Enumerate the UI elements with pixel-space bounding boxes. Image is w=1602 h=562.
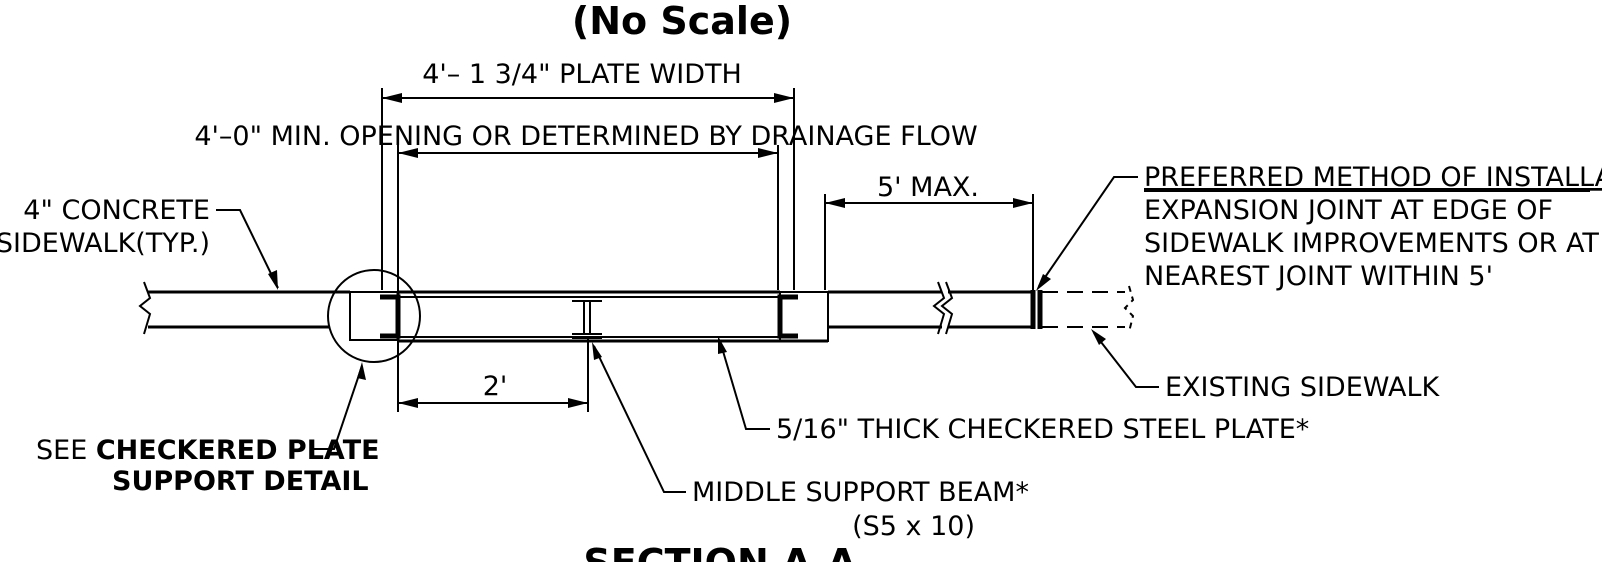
see-prefix: SEE <box>36 435 96 466</box>
plate-width-label: 4'– 1 3/4" PLATE WIDTH <box>422 59 742 90</box>
steel-plate-label: 5/16" THICK CHECKERED STEEL PLATE* <box>776 414 1309 445</box>
sidewalk-label-line1: 4" CONCRETE <box>23 195 210 226</box>
existing-sidewalk <box>1042 285 1135 333</box>
detail-reference-line1: SEE CHECKERED PLATE <box>36 435 380 466</box>
detail-reference-callout: SEE CHECKERED PLATE SUPPORT DETAIL <box>36 362 380 497</box>
new-sidewalk <box>828 281 1043 335</box>
plate-width-dimension: 4'– 1 3/4" PLATE WIDTH <box>381 59 795 290</box>
left-support-angle <box>349 291 401 341</box>
detail-reference-name: CHECKERED PLATE <box>96 435 380 466</box>
min-opening-dimension: 4'–0" MIN. OPENING OR DETERMINED BY DRAI… <box>194 121 978 355</box>
beam-callout: MIDDLE SUPPORT BEAM* (S5 x 10) <box>592 342 1029 542</box>
support-spacing-dimension: 2' <box>397 355 589 412</box>
scale-note: (No Scale) <box>572 0 792 43</box>
preferred-method-title: PREFERRED METHOD OF INSTALLATION <box>1144 162 1602 193</box>
section-title: SECTION A-A <box>583 541 857 562</box>
support-spacing-label: 2' <box>483 371 508 402</box>
sidewalk-label-line2: SIDEWALK(TYP.) <box>0 228 210 259</box>
checkered-steel-plate <box>398 290 828 343</box>
existing-sidewalk-label: EXISTING SIDEWALK <box>1165 372 1441 403</box>
detail-reference-line2: SUPPORT DETAIL <box>112 466 369 497</box>
detail-circle <box>327 269 421 363</box>
preferred-method-callout: PREFERRED METHOD OF INSTALLATION EXPANSI… <box>1036 162 1602 292</box>
max-distance-dimension: 5' MAX. <box>824 172 1034 290</box>
left-sidewalk <box>138 281 350 335</box>
steel-plate-callout: 5/16" THICK CHECKERED STEEL PLATE* <box>718 336 1309 445</box>
middle-support-beam <box>572 296 602 355</box>
preferred-method-line1: EXPANSION JOINT AT EDGE OF <box>1144 195 1553 226</box>
max-distance-label: 5' MAX. <box>877 172 979 203</box>
right-support-angle <box>777 291 829 342</box>
preferred-method-line2: SIDEWALK IMPROVEMENTS OR AT <box>1144 228 1599 259</box>
sidewalk-callout: 4" CONCRETE SIDEWALK(TYP.) <box>0 195 279 290</box>
beam-label: MIDDLE SUPPORT BEAM* <box>692 477 1029 508</box>
min-opening-label: 4'–0" MIN. OPENING OR DETERMINED BY DRAI… <box>194 121 977 152</box>
preferred-method-line3: NEAREST JOINT WITHIN 5' <box>1144 261 1493 292</box>
existing-sidewalk-callout: EXISTING SIDEWALK <box>1091 329 1441 403</box>
beam-size-label: (S5 x 10) <box>852 511 975 542</box>
